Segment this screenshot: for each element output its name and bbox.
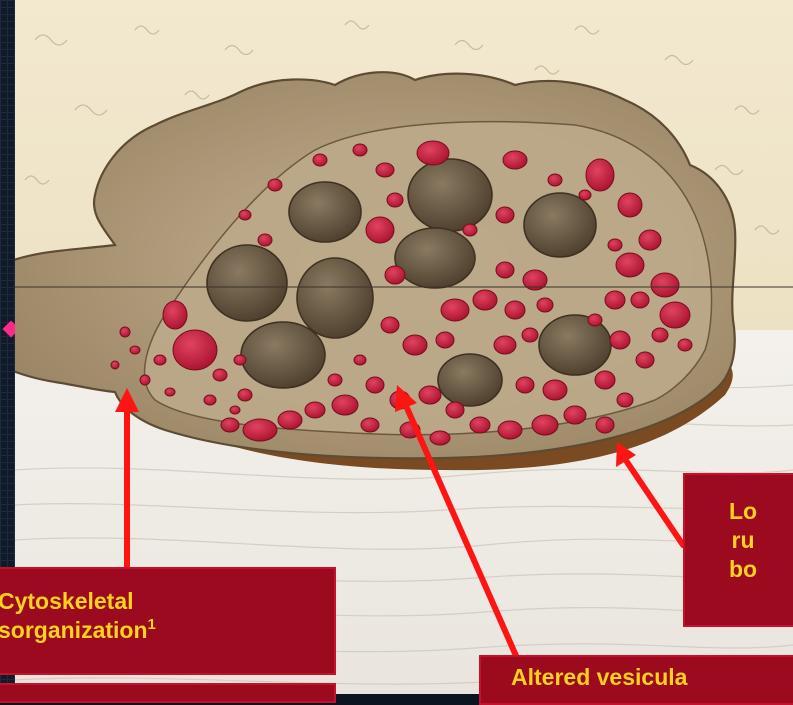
partial-label-box xyxy=(0,683,336,703)
ruffled-border-label: Lo ru bo xyxy=(683,473,793,627)
vesicular-label-text: Altered vesicula xyxy=(511,663,793,692)
footnote-superscript: 1 xyxy=(148,616,156,633)
cytoskeletal-label-line2-text: sorganization xyxy=(0,617,148,643)
cytoskeletal-label-line2: sorganization1 xyxy=(0,616,334,645)
ruffled-label-line1: Lo xyxy=(685,497,793,526)
ruffled-label-line3: bo xyxy=(685,555,793,584)
ruffled-label-line2: ru xyxy=(685,526,793,555)
cytoskeletal-label-line1: Cytoskeletal xyxy=(0,587,334,616)
cytoskeletal-disorganization-label: Cytoskeletal sorganization1 xyxy=(0,567,336,675)
altered-vesicular-label: Altered vesicula xyxy=(479,655,793,705)
